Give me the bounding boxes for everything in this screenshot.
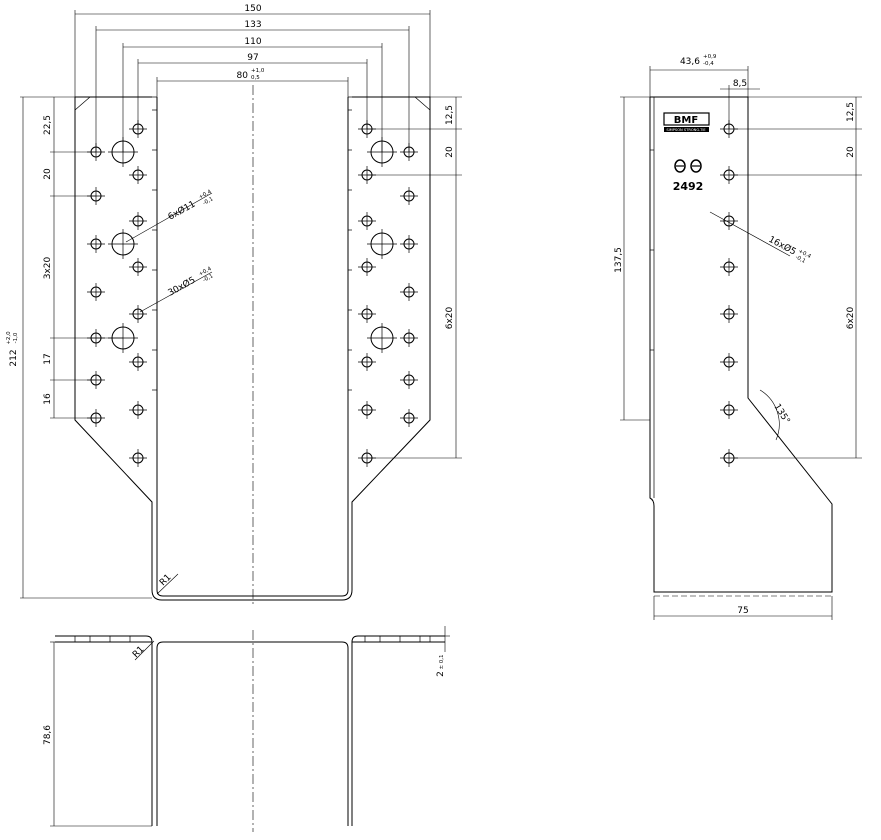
dim-212-tol-lower: -1,0 [13, 332, 19, 343]
label-hole-large-tol-lower: -0,1 [202, 196, 214, 206]
dim-20-right: 20 [445, 146, 455, 158]
dim-78-6: 78,6 [43, 725, 53, 745]
dim-110: 110 [244, 37, 261, 47]
dim-8-5: 8,5 [733, 79, 747, 89]
bottom-r1-leader [134, 640, 155, 661]
side-hole-crosshairs [720, 120, 738, 467]
dim-80-tol-lower: 0,5 [251, 75, 260, 81]
front-top-dimensions [74, 10, 431, 152]
logo-sub: SIMPSON STRONG-TIE [666, 128, 706, 132]
dim-75: 75 [737, 606, 748, 616]
front-left-dimensions [20, 96, 152, 599]
bmf-logo: BMF SIMPSON STRONG-TIE [663, 112, 710, 132]
dim-20-side: 20 [846, 146, 856, 158]
dim-137-5: 137,5 [614, 247, 624, 273]
dim-43-6-tol-lower: -0,4 [703, 61, 714, 67]
r1-leader [156, 573, 179, 595]
front-right-dimensions [367, 96, 462, 459]
dim-97: 97 [247, 53, 258, 63]
label-hole-small: 30xØ5 [166, 275, 197, 299]
label-hole-small-tol-lower: -0,1 [202, 273, 214, 283]
logo-sub-bar [664, 127, 709, 132]
logo-frame [663, 112, 710, 126]
dim-17: 17 [43, 353, 53, 364]
dim-80-tol-upper: +1,0 [251, 68, 265, 74]
chamfer-right [414, 96, 431, 111]
front-outline-left-flange [74, 96, 153, 590]
dim-212: 212 [9, 349, 19, 366]
label-side-hole-tol-upper: +0,4 [797, 248, 812, 260]
dim-150: 150 [244, 4, 261, 14]
side-edge-ticks [650, 149, 654, 351]
dim-6x20-side: 6x20 [846, 306, 856, 329]
dim-212-tol-upper: +2,0 [6, 331, 12, 345]
dim-6x20-right: 6x20 [445, 306, 455, 329]
label-hole-large: 6xØ11 [166, 199, 197, 223]
label-r1-front: R1 [158, 573, 174, 589]
side-dimensions [620, 66, 862, 620]
bottom-view: R1 78,6 2 ± 0,1 [43, 626, 450, 832]
stamp-icon [674, 159, 702, 173]
label-angle: 135° [771, 402, 791, 426]
dim-2-tol: ± 0,1 [439, 654, 445, 669]
label-side-hole-tol-lower: -0,1 [794, 254, 806, 264]
side-outline [649, 96, 833, 593]
dim-12-5-side: 12,5 [846, 102, 856, 122]
label-side-hole: 16xØ5 [767, 234, 798, 258]
bottom-dimensions [50, 626, 450, 827]
logo-text: BMF [674, 115, 698, 126]
front-outline-right-flange [351, 96, 431, 590]
front-view: 150 133 110 97 80 +1,0 0,5 22,5 20 3x20 … [6, 4, 462, 605]
side-view: BMF SIMPSON STRONG-TIE 2492 [614, 54, 862, 620]
dim-133: 133 [244, 20, 261, 30]
front-bottom-outer [151, 589, 353, 601]
dim-22-5: 22,5 [43, 115, 53, 135]
bottom-profile [55, 635, 445, 826]
bottom-flange-ticks [74, 636, 431, 642]
dim-16: 16 [43, 393, 53, 405]
dim-43-6: 43,6 [680, 57, 700, 67]
hole-leaders [125, 192, 213, 313]
dim-12-5-right: 12,5 [445, 105, 455, 125]
stamp-number: 2492 [673, 180, 704, 193]
dim-2: 2 [436, 671, 446, 677]
dim-3x20: 3x20 [43, 256, 53, 279]
dim-43-6-tol-upper: +0,9 [703, 54, 717, 60]
label-hole-small-tol-upper: +0,4 [198, 266, 213, 278]
flange-ticks [152, 109, 352, 391]
dim-80: 80 [237, 71, 249, 81]
label-hole-large-tol-upper: +0,4 [198, 189, 213, 201]
chamfer-left [74, 96, 91, 111]
dim-20: 20 [43, 168, 53, 180]
front-outline-channel [156, 97, 349, 597]
label-r1-bottom: R1 [131, 645, 147, 661]
